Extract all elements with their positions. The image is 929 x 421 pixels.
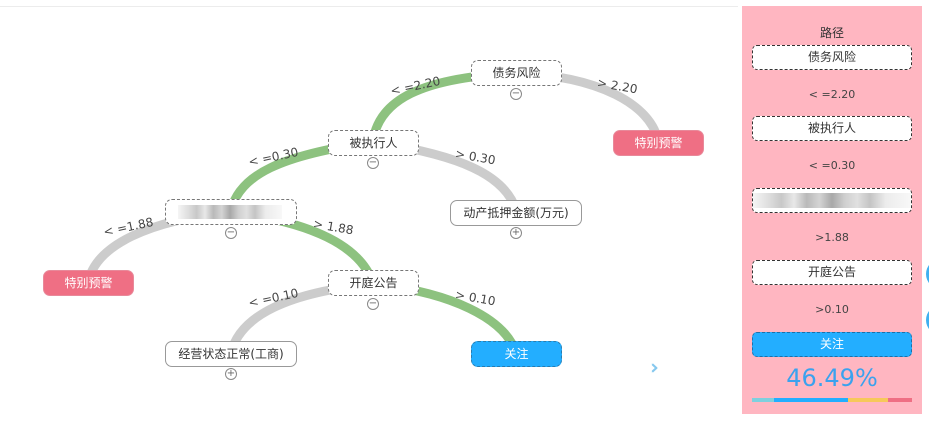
bar-segment-blue xyxy=(774,398,848,402)
plus-circle-icon[interactable]: + xyxy=(225,368,237,380)
bar-segment-teal xyxy=(752,398,775,402)
path-distribution-bar xyxy=(752,398,912,402)
path-condition: < =0.30 xyxy=(808,159,856,172)
bar-segment-red xyxy=(887,398,912,402)
tree-node-business-status[interactable]: 经营状态正常(工商) xyxy=(165,341,297,367)
tree-leaf-special-warning-left[interactable]: 特别预警 xyxy=(43,270,134,296)
tree-edges xyxy=(83,68,663,358)
path-step-redacted xyxy=(752,188,912,213)
tree-node-executed-person[interactable]: 被执行人 xyxy=(328,130,419,156)
path-panel-title: 路径 xyxy=(819,26,844,40)
path-step-executed-person: 被执行人 xyxy=(752,116,912,141)
path-percentage: 46.49% xyxy=(786,364,878,392)
redacted-label-blur xyxy=(178,205,282,219)
redacted-label-blur xyxy=(753,193,911,208)
tree-node-court-announcement[interactable]: 开庭公告 xyxy=(328,270,419,296)
path-result-focus: 关注 xyxy=(752,332,912,357)
minus-circle-icon[interactable]: − xyxy=(225,227,237,239)
top-divider xyxy=(0,6,738,7)
path-condition: >0.10 xyxy=(815,303,849,316)
bar-segment-yellow xyxy=(847,398,888,402)
tree-leaf-special-warning-top[interactable]: 特别预警 xyxy=(613,130,704,156)
decision-tree-canvas: < =2.20 > 2.20 < =0.30 > 0.30 < =1.88 > … xyxy=(43,60,704,380)
path-step-debt-risk: 债务风险 xyxy=(752,45,912,70)
tree-node-movable-mortgage[interactable]: 动产抵押金额(万元) xyxy=(450,200,582,226)
tree-node-debt-risk[interactable]: 债务风险 xyxy=(471,60,562,86)
path-condition: >1.88 xyxy=(815,231,849,244)
minus-circle-icon[interactable]: − xyxy=(510,88,522,100)
tree-leaf-focus[interactable]: 关注 xyxy=(471,341,562,367)
plus-circle-icon[interactable]: + xyxy=(510,227,522,239)
side-float-button[interactable] xyxy=(926,305,929,335)
path-step-court-announcement: 开庭公告 xyxy=(752,260,912,285)
tree-node-redacted[interactable] xyxy=(165,199,297,225)
minus-circle-icon[interactable]: − xyxy=(367,298,379,310)
path-panel: 路径 债务风险 < =2.20 被执行人 < =0.30 >1.88 开庭公告 … xyxy=(742,6,922,414)
side-float-button[interactable] xyxy=(926,259,929,289)
double-chevron-right-icon[interactable]: ›› xyxy=(650,355,659,379)
path-condition: < =2.20 xyxy=(808,88,856,101)
minus-circle-icon[interactable]: − xyxy=(367,157,379,169)
